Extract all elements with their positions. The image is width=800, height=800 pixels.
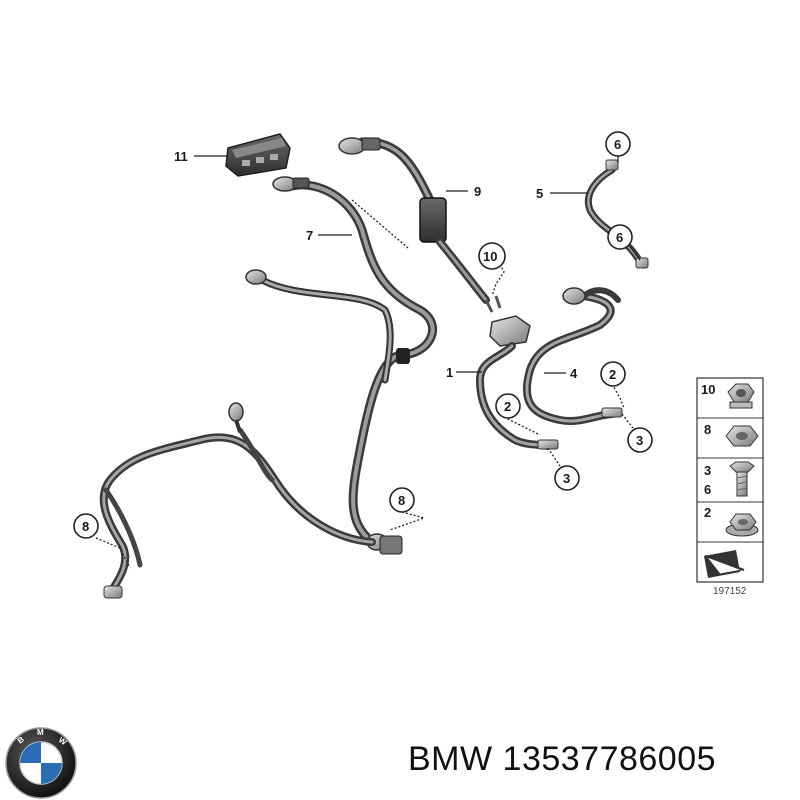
callout-11: 11	[174, 149, 188, 164]
cable-7	[245, 176, 437, 555]
callout-8-left: 8	[82, 519, 89, 534]
callout-8-right: 8	[398, 493, 405, 508]
svg-text:W: W	[57, 735, 69, 747]
bmw-logo: B M W	[5, 727, 77, 799]
legend-label-6: 6	[704, 482, 711, 497]
svg-text:B: B	[16, 735, 26, 746]
legend-label-8: 8	[704, 422, 711, 437]
callout-4: 4	[570, 366, 578, 381]
part-number-title: BMW 13537786005	[408, 740, 717, 778]
legend-label-3: 3	[704, 463, 711, 478]
legend-label-2: 2	[704, 505, 711, 520]
cable-9	[338, 137, 502, 313]
fuse-box-11	[225, 133, 291, 177]
callout-2-right: 2	[609, 367, 616, 382]
callout-9: 9	[474, 184, 481, 199]
hex-nut-icon	[725, 425, 759, 447]
callout-2-left: 2	[504, 399, 511, 414]
arrow-symbol-icon	[701, 546, 759, 578]
flange-nut-icon	[725, 513, 759, 537]
legend-label-3-6: 3 6	[704, 463, 715, 497]
callout-3-left: 3	[563, 471, 570, 486]
callout-6-top: 6	[614, 137, 621, 152]
bolt-icon	[729, 461, 755, 497]
callouts: 11 7 9 6 5 6 10 1 4 2 2 3 3 8 8	[73, 131, 653, 539]
nut-collar-icon	[727, 383, 755, 409]
callout-10: 10	[483, 249, 497, 264]
figure-number: 197152	[713, 586, 747, 597]
callout-5: 5	[536, 186, 543, 201]
hardware-legend: 10 8 3 6 2	[696, 377, 764, 597]
cable-5	[585, 159, 649, 269]
legend-label-10: 10	[701, 382, 715, 397]
leader-lines	[95, 155, 641, 569]
callout-3-right: 3	[636, 433, 643, 448]
callout-6-bottom: 6	[616, 230, 623, 245]
svg-text:M: M	[37, 728, 44, 737]
battery-terminal-1	[476, 315, 559, 450]
callout-7: 7	[306, 228, 313, 243]
callout-1: 1	[446, 365, 453, 380]
cable-harness-left	[99, 402, 376, 599]
cable-4	[522, 287, 623, 425]
